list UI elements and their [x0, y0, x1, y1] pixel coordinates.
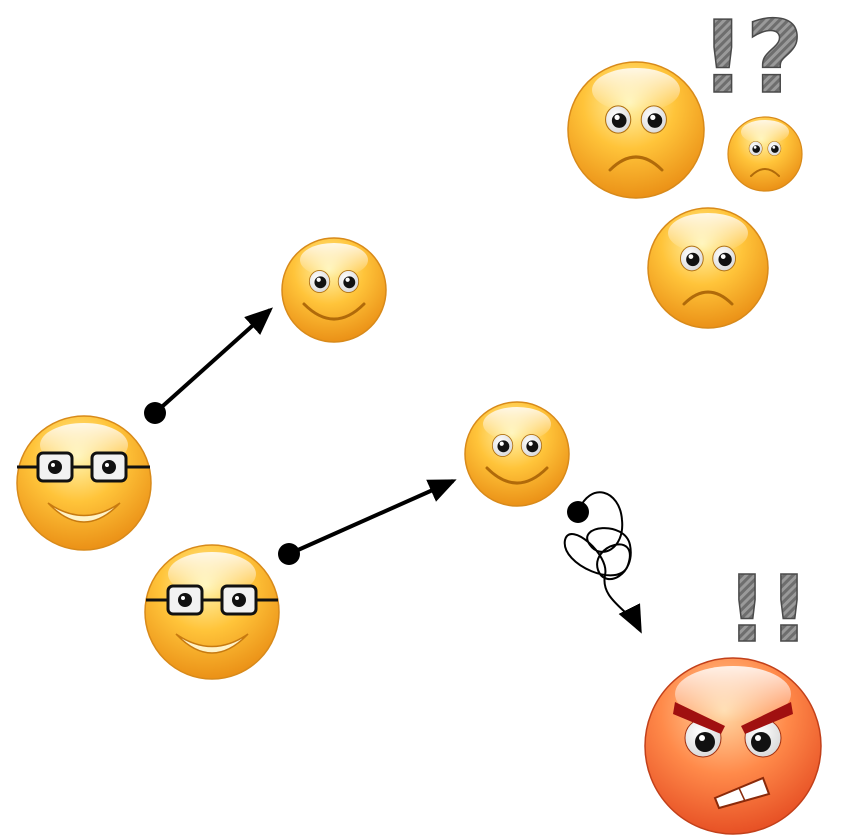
confused-mark: !?	[700, 0, 804, 116]
angry-smiley-icon	[644, 657, 822, 835]
nerd-smiley-icon	[144, 544, 280, 680]
worried-smiley-icon	[727, 116, 803, 192]
arrow-icon	[153, 307, 273, 415]
tangled-arrow	[563, 491, 642, 634]
arrow-icon	[288, 479, 457, 556]
tangled-arrow-icon	[563, 491, 642, 634]
nerd-smiley-icon	[16, 415, 152, 551]
arrow-nerd-top-to-smiley	[144, 307, 273, 424]
alarm-mark: !!	[726, 556, 810, 663]
worried-smiley-icon	[647, 207, 769, 329]
smiley-icon	[281, 237, 387, 343]
arrow-nerd-bottom-to-smiley	[278, 479, 457, 565]
worried-smiley-icon	[567, 61, 705, 199]
smiley-icon	[464, 401, 570, 507]
